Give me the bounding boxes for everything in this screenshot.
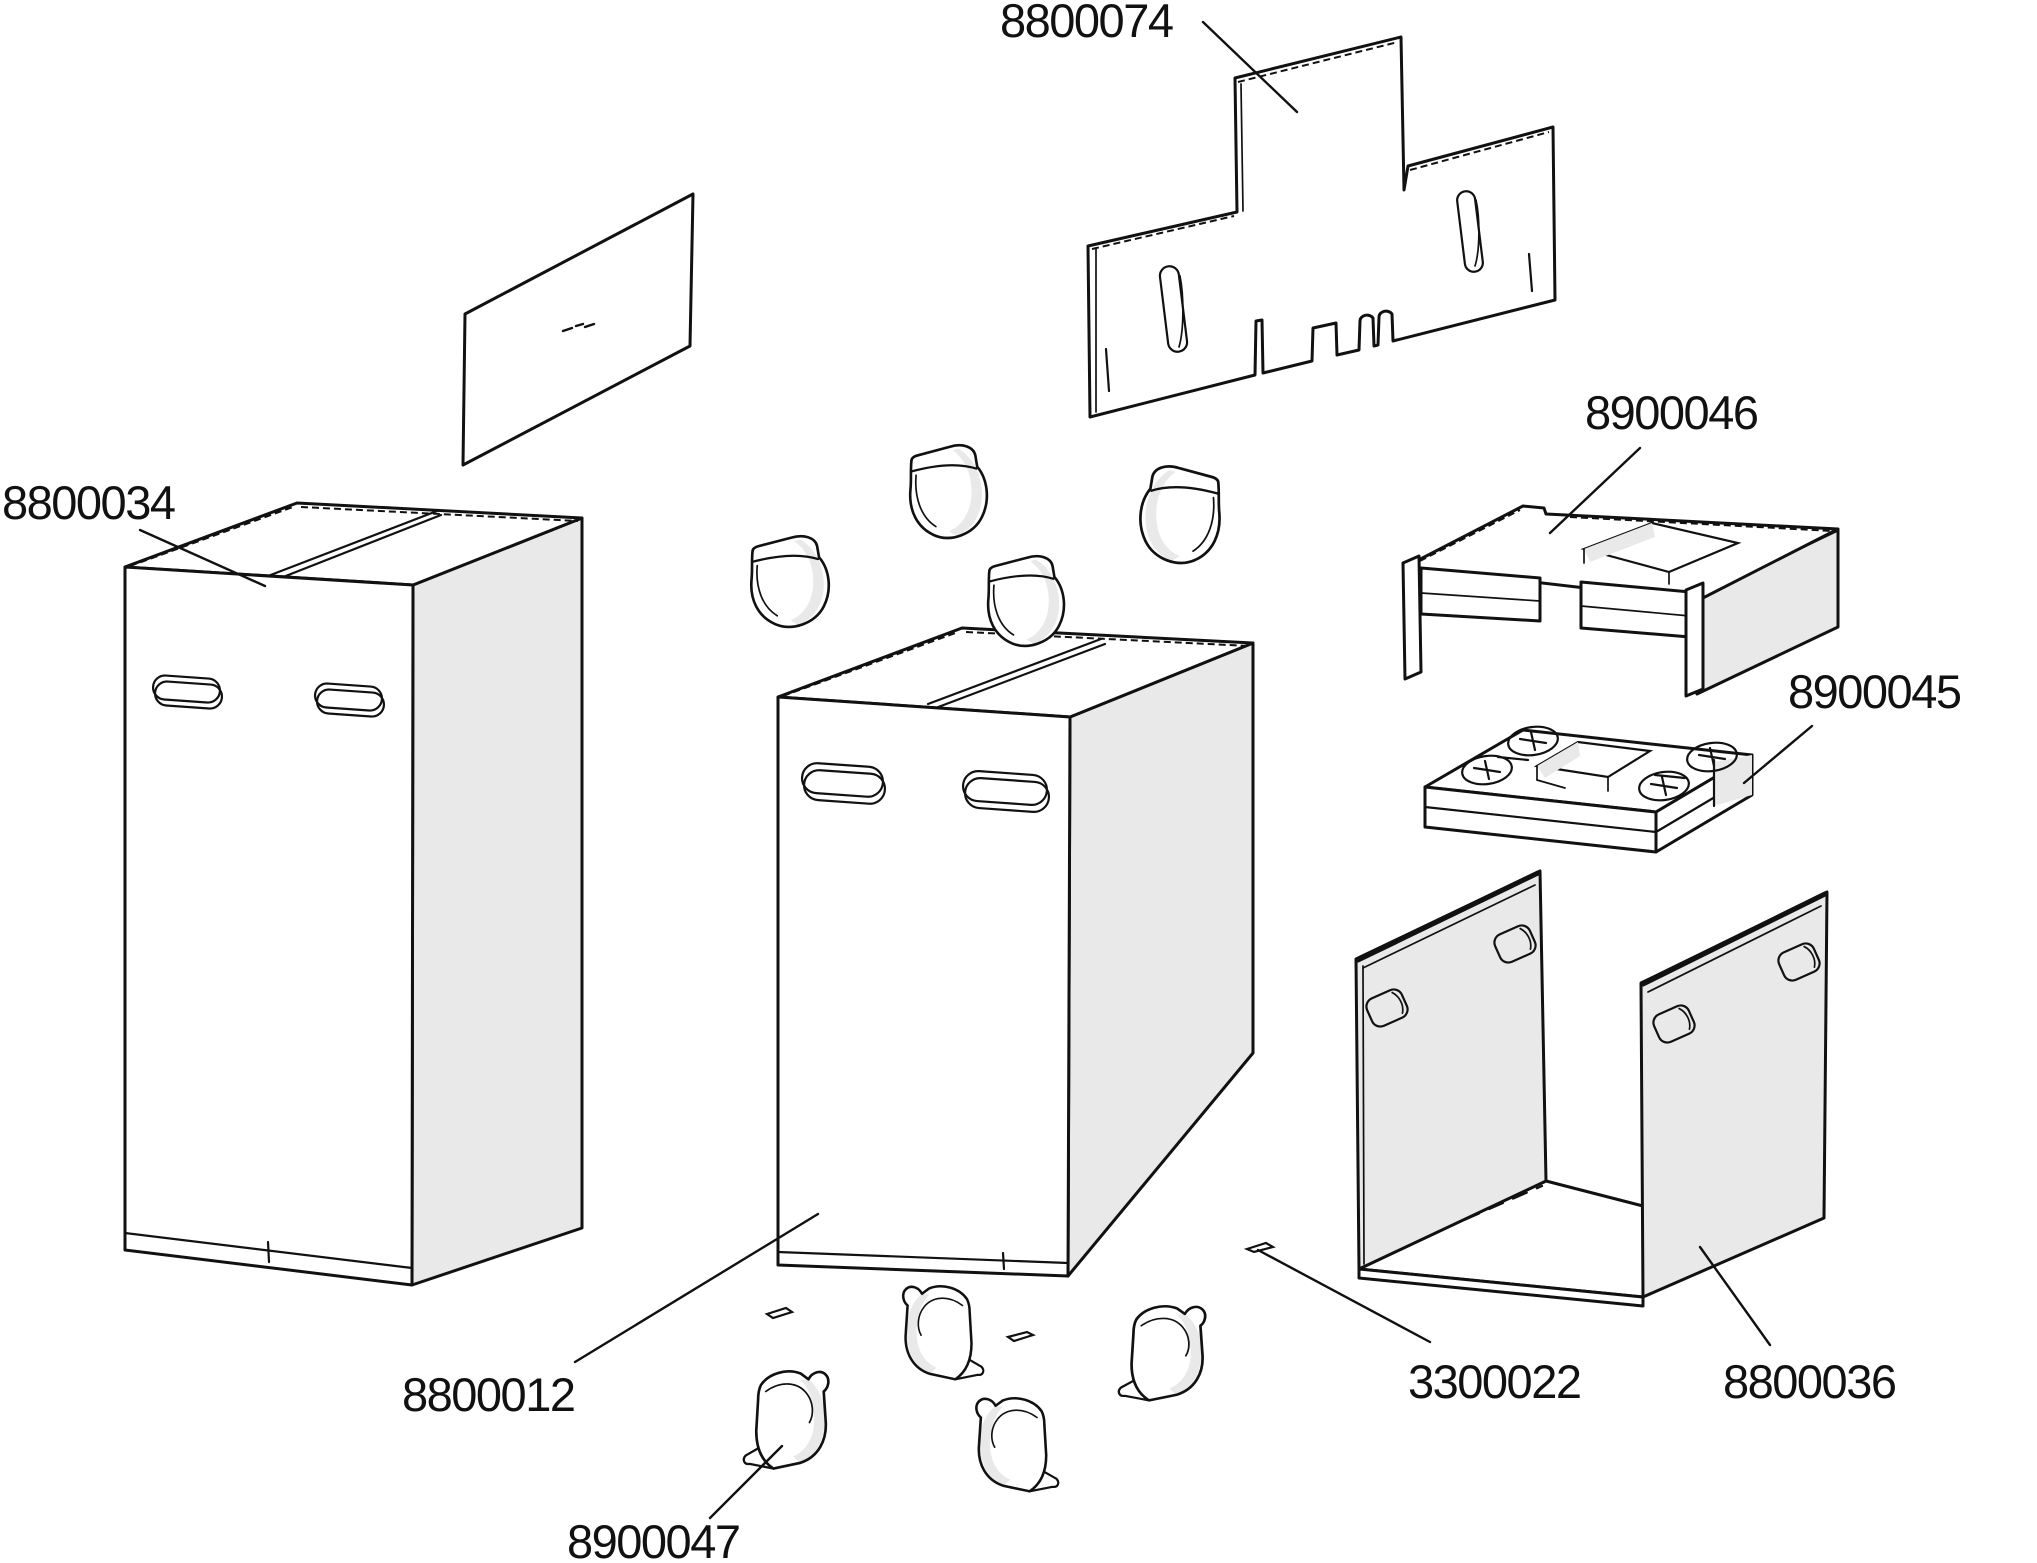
plate-center-hole [1533, 740, 1654, 792]
part-divider-panel [1086, 35, 1557, 419]
tray-right-post [1684, 581, 1705, 698]
corner-protector [986, 554, 1066, 648]
left-box-front-face [123, 565, 415, 1287]
left-box-handle-left [151, 674, 224, 710]
middle-box-handle-left [800, 762, 887, 805]
leader-3300022 [1256, 1248, 1432, 1344]
leader-8900046 [1548, 446, 1642, 535]
corner-protector [1139, 465, 1221, 565]
leader-8900047 [708, 1444, 784, 1520]
part-middle-box [776, 626, 1255, 1278]
leader-8800036 [1698, 1245, 1772, 1347]
part-label-8900045: 8900045 [1788, 665, 1961, 718]
leader-8900045 [1742, 724, 1814, 785]
clip [764, 1306, 795, 1320]
part-label-3300022: 3300022 [1408, 1355, 1580, 1408]
leader-8800034 [138, 528, 267, 588]
part-labels: 8800074 8800034 8900046 8900045 8800012 … [2, 0, 1962, 1563]
left-box-side-face [410, 516, 584, 1287]
plate-screw-marks [1461, 725, 1738, 802]
part-flat-sheet [461, 192, 695, 467]
tray-left-post [1401, 554, 1423, 681]
leader-8800012 [573, 1212, 820, 1364]
middle-box-side-face [1066, 641, 1255, 1278]
leader-8800074 [1201, 20, 1299, 114]
tray-front-band-right [1579, 580, 1692, 639]
divider-panel-outline [1086, 35, 1557, 419]
part-label-8800034: 8800034 [2, 476, 175, 529]
corner-protector [742, 1370, 830, 1470]
leader-lines [138, 20, 1814, 1520]
corner-protector [749, 534, 831, 629]
part-u-sleeve [1354, 869, 1829, 1308]
part-label-8800012: 8800012 [402, 1368, 574, 1421]
corner-protector [901, 1285, 985, 1381]
clip [1005, 1330, 1036, 1343]
part-label-8800074: 8800074 [1000, 0, 1173, 47]
part-support-plate [1423, 725, 1754, 854]
part-left-box [123, 501, 584, 1287]
left-box-handle-right [313, 682, 386, 718]
middle-box-front-face [776, 695, 1072, 1278]
corner-protector [908, 443, 989, 540]
sleeve-right-wall [1639, 890, 1829, 1299]
part-label-8900047: 8900047 [567, 1515, 739, 1563]
part-label-8900046: 8900046 [1585, 386, 1758, 439]
sleeve-hand-holes [1365, 924, 1821, 1044]
clip [1243, 1241, 1276, 1254]
part-label-8800036: 8800036 [1723, 1355, 1896, 1408]
corner-protector [975, 1396, 1060, 1493]
corner-protector [1117, 1304, 1207, 1402]
tray-center-opening [1580, 521, 1742, 585]
part-inner-tray [1401, 504, 1840, 698]
middle-box-handle-right [961, 770, 1051, 813]
sheet-print-mark [561, 322, 596, 333]
divider-panel-slot-right [1456, 190, 1484, 273]
divider-panel-slot-left [1158, 265, 1189, 353]
clips [764, 1241, 1276, 1343]
